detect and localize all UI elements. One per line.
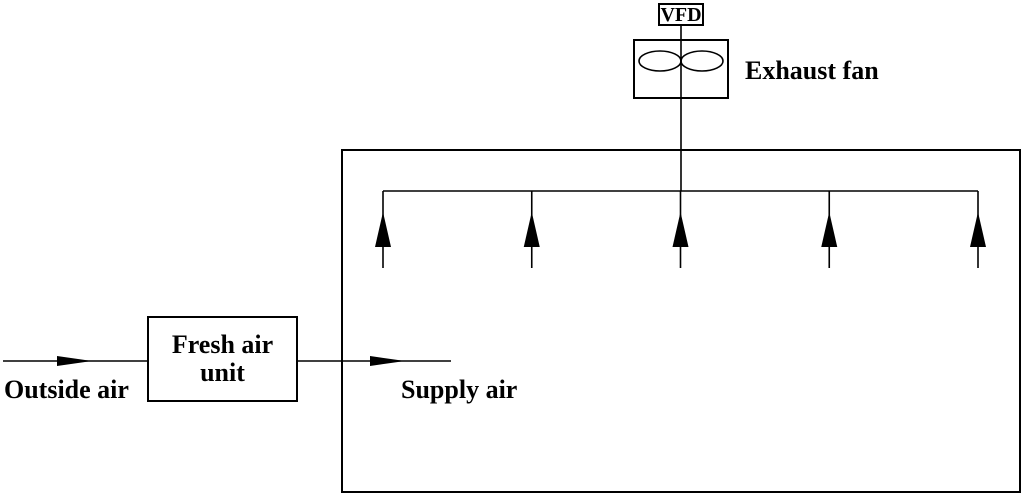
fresh-air-unit-box: Fresh air unit — [147, 316, 298, 402]
supply-air-label: Supply air — [401, 375, 518, 404]
exhaust-fan-box — [633, 39, 729, 99]
fresh-air-unit-label-line2: unit — [200, 358, 245, 387]
exhaust-branch-arrowhead — [375, 212, 391, 247]
outside-air-arrowhead — [57, 356, 92, 366]
vfd-controller-box: VFD — [658, 3, 704, 26]
exhaust-branch-arrowhead — [970, 212, 986, 247]
fresh-air-unit-label-line1: Fresh air — [171, 330, 274, 359]
exhaust-fan-label: Exhaust fan — [745, 56, 879, 85]
exhaust-branch-arrowhead — [523, 212, 540, 247]
exhaust-branch-arrows — [375, 191, 986, 268]
fan-blade-left-icon — [638, 50, 682, 72]
exhaust-branch-arrowhead — [821, 212, 838, 247]
outside-air-label: Outside air — [4, 375, 129, 404]
fan-blade-right-icon — [680, 50, 724, 72]
exhaust-branch-arrowhead — [672, 212, 689, 247]
vfd-label: VFD — [660, 3, 702, 26]
supply-air-arrowhead — [370, 356, 405, 366]
